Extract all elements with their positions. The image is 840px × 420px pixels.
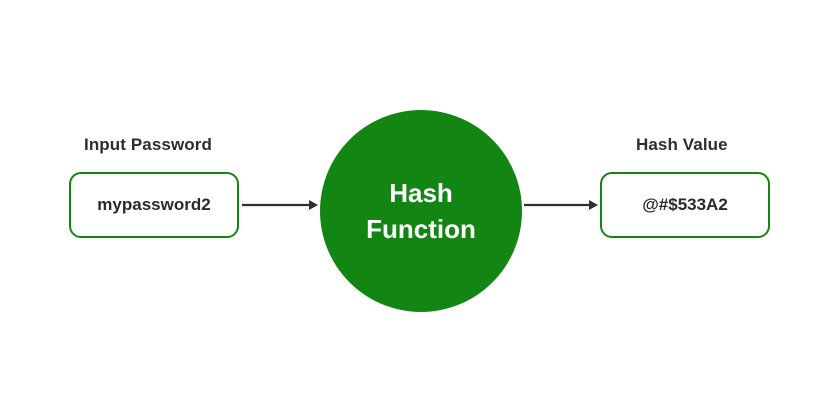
hash-function-node: Hash Function <box>320 110 522 312</box>
input-password-box: mypassword2 <box>69 172 239 238</box>
input-password-value: mypassword2 <box>97 195 211 214</box>
function-to-output-arrow <box>524 200 598 210</box>
input-password-heading: Input Password <box>84 135 212 154</box>
hash-function-label-line1: Hash <box>389 178 453 208</box>
hash-value-text: @#$533A2 <box>642 195 728 214</box>
hash-function-label-line2: Function <box>366 214 476 244</box>
hash-value-box: @#$533A2 <box>600 172 770 238</box>
hash-value-heading: Hash Value <box>636 135 728 154</box>
input-to-function-arrow <box>242 200 318 210</box>
